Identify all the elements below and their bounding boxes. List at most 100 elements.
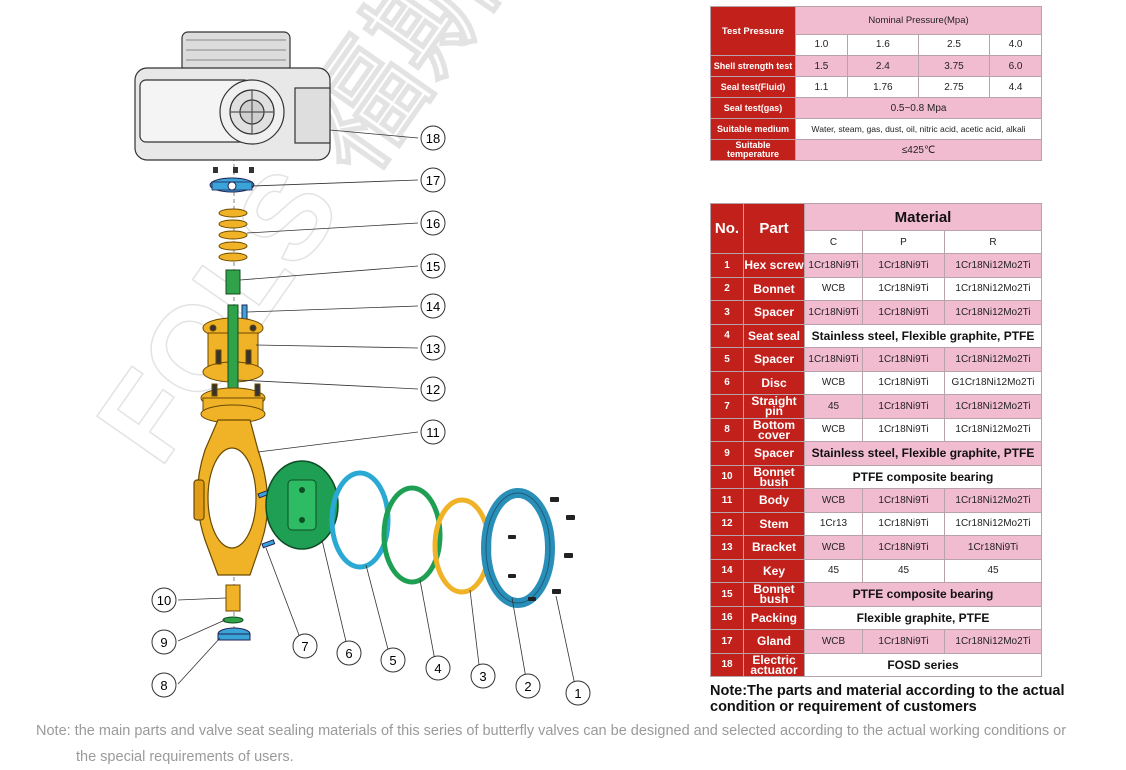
svg-text:14: 14 — [426, 299, 440, 314]
grade-c: C — [804, 230, 863, 254]
shell-value: 2.4 — [846, 55, 919, 77]
callout-14: 14 — [420, 293, 446, 319]
spacer-lower — [222, 616, 244, 624]
grey-note-line-2: the special requirements of users. — [76, 749, 294, 765]
material-c: 1Cr18Ni9Ti — [804, 300, 863, 325]
material-p: 45 — [862, 558, 945, 583]
material-r: 1Cr18Ni12Mo2Ti — [944, 253, 1042, 278]
material-header-row: No. Part Material — [710, 203, 1042, 254]
svg-text:13: 13 — [426, 341, 440, 356]
part-number: 6 — [710, 370, 744, 395]
material-c: 1Cr18Ni9Ti — [804, 347, 863, 372]
material-c: WCB — [804, 535, 863, 560]
part-name: Disc — [743, 370, 805, 395]
svg-text:2: 2 — [524, 679, 531, 694]
disc — [265, 460, 339, 550]
svg-text:10: 10 — [157, 593, 171, 608]
svg-text:8: 8 — [160, 678, 167, 693]
part-header: Part — [743, 203, 805, 254]
valve-body — [193, 419, 269, 576]
material-common: FOSD series — [804, 652, 1042, 677]
svg-text:17: 17 — [426, 173, 440, 188]
svg-text:5: 5 — [389, 653, 396, 668]
part-number: 15 — [710, 582, 744, 607]
callout-15: 15 — [420, 253, 446, 279]
part-number: 10 — [710, 464, 744, 489]
spacer-ring-blue — [329, 470, 391, 570]
callout-9: 9 — [151, 629, 177, 655]
callout-1: 1 — [565, 680, 591, 706]
part-name: Bonnet bush — [743, 582, 805, 607]
seal-gas-label: Seal test(gas) — [710, 97, 796, 119]
grade-p: P — [862, 230, 945, 254]
seal-fluid-label: Seal test(Fluid) — [710, 76, 796, 98]
material-c: 1Cr18Ni9Ti — [804, 253, 863, 278]
pn-row: 1.0 1.6 2.5 4.0 — [711, 33, 1042, 57]
nominal-pressure-label: Nominal Pressure(Mpa) — [795, 6, 1042, 35]
part-name: Bottom cover — [743, 417, 805, 442]
part-number: 16 — [710, 605, 744, 630]
seal-fluid-value: 4.4 — [989, 76, 1042, 98]
leader-lines — [177, 129, 577, 691]
medium-row: Suitable medium Water, steam, gas, dust,… — [710, 118, 1042, 140]
part-name: Packing — [743, 605, 805, 630]
mounting-bolts — [213, 167, 254, 173]
part-name: Bonnet — [743, 276, 805, 301]
material-common: Flexible graphite, PTFE — [804, 605, 1042, 630]
callout-11: 11 — [420, 419, 446, 445]
callouts: 18 17 16 15 14 13 12 11 10 9 8 7 6 5 4 3… — [151, 125, 591, 706]
shell-label: Shell strength test — [710, 55, 796, 77]
medium-label: Suitable medium — [710, 118, 796, 140]
shell-row: Shell strength test 1.5 2.4 3.75 6.0 — [710, 55, 1042, 77]
part-number: 12 — [710, 511, 744, 536]
material-r: 1Cr18Ni12Mo2Ti — [944, 276, 1042, 301]
material-c: WCB — [804, 629, 863, 654]
material-p: 1Cr18Ni9Ti — [862, 370, 945, 395]
part-name: Stem — [743, 511, 805, 536]
material-p: 1Cr18Ni9Ti — [862, 488, 945, 513]
part-name: Bonnet bush — [743, 464, 805, 489]
material-p: 1Cr18Ni9Ti — [862, 276, 945, 301]
test-pressure-label: Test Pressure — [710, 6, 796, 56]
callout-17: 17 — [420, 167, 446, 193]
part-name: Gland — [743, 629, 805, 654]
seal-gas-row: Seal test(gas) 0.5~0.8 Mpa — [710, 97, 1042, 119]
svg-text:18: 18 — [426, 131, 440, 146]
material-c: WCB — [804, 488, 863, 513]
bottom-cover — [217, 627, 251, 641]
pn-value: 1.6 — [846, 33, 919, 57]
material-common: PTFE composite bearing — [804, 582, 1042, 607]
bonnet-bush-upper — [225, 269, 241, 295]
part-number: 17 — [710, 629, 744, 654]
material-p: 1Cr18Ni9Ti — [862, 253, 945, 278]
part-number: 4 — [710, 323, 744, 348]
material-c: 45 — [804, 394, 863, 419]
material-p: 1Cr18Ni9Ti — [862, 347, 945, 372]
exploded-valve-diagram: FOLS 福斯 — [71, 0, 591, 706]
svg-text:3: 3 — [479, 669, 486, 684]
grey-note: Note: the main parts and valve seat seal… — [36, 718, 1116, 770]
shell-value: 1.5 — [795, 55, 848, 77]
part-name: Spacer — [743, 347, 805, 372]
seal-gas-value: 0.5~0.8 Mpa — [795, 97, 1042, 119]
material-r: G1Cr18Ni12Mo2Ti — [944, 370, 1042, 395]
medium-value: Water, steam, gas, dust, oil, nitric aci… — [795, 118, 1042, 140]
material-common: Stainless steel, Flexible graphite, PTFE — [804, 441, 1042, 466]
material-header: Material — [804, 203, 1042, 231]
material-r: 1Cr18Ni12Mo2Ti — [944, 347, 1042, 372]
callout-4: 4 — [425, 655, 451, 681]
material-r: 1Cr18Ni9Ti — [944, 535, 1042, 560]
material-p: 1Cr18Ni9Ti — [862, 511, 945, 536]
pressure-table: Test Pressure Nominal Pressure(Mpa) 1.0 … — [710, 6, 1042, 161]
